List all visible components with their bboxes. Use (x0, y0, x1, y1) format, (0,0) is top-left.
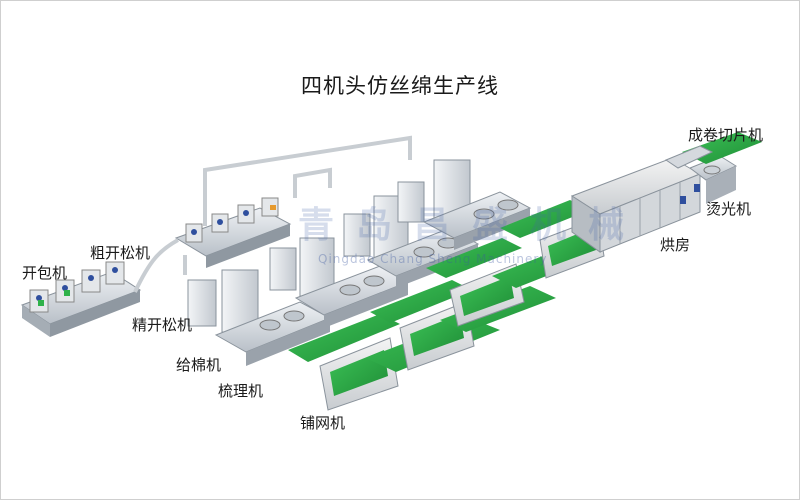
label-carding: 梳理机 (218, 382, 264, 400)
watermark-en: Qingdao Chang Sheng Machinery (318, 252, 548, 266)
label-coarse-opener: 粗开松机 (90, 244, 151, 262)
label-feeder: 给棉机 (176, 356, 222, 374)
label-oven: 烘房 (660, 236, 691, 254)
label-ironing: 烫光机 (706, 200, 752, 218)
label-fine-opener: 精开松机 (132, 316, 193, 334)
label-bale-opener: 开包机 (22, 264, 68, 282)
ironing-and-winding-machines (664, 132, 762, 204)
bale-opener-machine (20, 261, 142, 337)
air-ducts (133, 135, 412, 293)
production-line-3 (343, 195, 592, 327)
coarse-opener-machine (174, 197, 292, 268)
watermark-cn: 青岛昌盛机械 (298, 205, 647, 246)
label-cross-lapper: 铺网机 (300, 414, 346, 432)
diagram-title: 四机头仿丝绵生产线 (301, 74, 499, 98)
oven-machine (570, 157, 702, 253)
label-winding-cutting: 成卷切片机 (688, 126, 764, 144)
